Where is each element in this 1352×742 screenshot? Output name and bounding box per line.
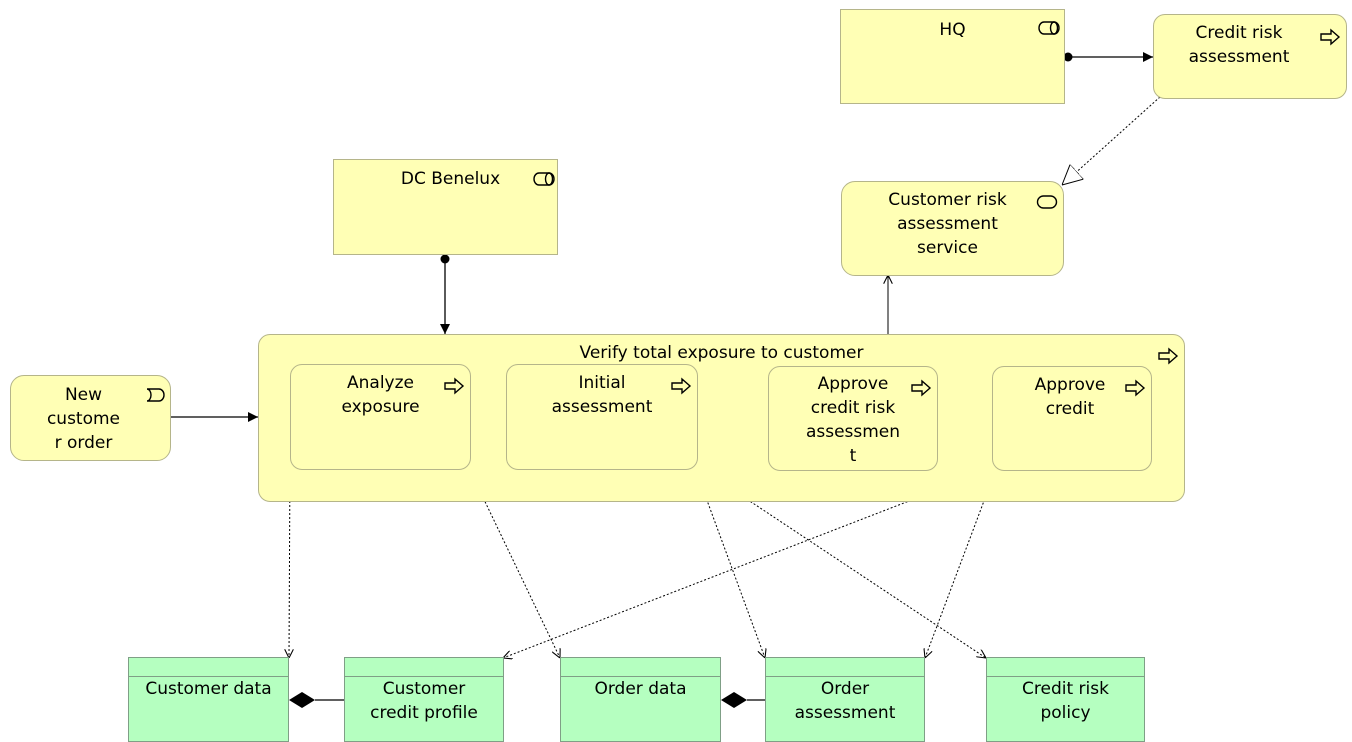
- service-customer-risk-assessment[interactable]: Customer risk assessment service: [841, 181, 1064, 276]
- business-role-icon: [533, 172, 555, 186]
- actor-hq-label: HQ: [939, 20, 966, 40]
- process-approve-credit-risk-label: Approve credit risk assessmen t: [805, 374, 901, 466]
- process-arrow-icon: [1158, 347, 1179, 365]
- business-role-icon: [1038, 21, 1060, 35]
- data-object-header-line: [345, 676, 503, 677]
- data-object-customer-credit-profile[interactable]: Customer credit profile: [344, 657, 504, 742]
- data-object-header-line: [766, 676, 924, 677]
- process-approve-credit-label: Approve credit: [1034, 375, 1106, 419]
- service-icon: [1036, 195, 1058, 209]
- data-object-order-data-label: Order data: [594, 679, 687, 699]
- process-analyze-exposure-label: Analyze exposure: [341, 373, 420, 417]
- event-icon: [146, 388, 165, 402]
- process-credit-risk-assessment[interactable]: Credit risk assessment: [1153, 14, 1347, 99]
- process-arrow-icon: [671, 377, 692, 395]
- process-credit-risk-assessment-label: Credit risk assessment: [1188, 23, 1290, 67]
- data-object-credit-risk-policy-label: Credit risk policy: [1022, 679, 1109, 723]
- service-label: Customer risk assessment service: [888, 190, 1007, 258]
- data-object-customer-credit-profile-label: Customer credit profile: [370, 679, 478, 723]
- process-analyze-exposure[interactable]: Analyze exposure: [290, 364, 471, 470]
- data-object-order-data[interactable]: Order data: [560, 657, 721, 742]
- data-object-header-line: [987, 676, 1144, 677]
- process-arrow-icon: [1125, 379, 1146, 397]
- data-object-header-line: [561, 676, 720, 677]
- data-object-header-line: [129, 676, 288, 677]
- composition-diamond-order: [721, 692, 747, 708]
- composition-diamond-customer: [289, 692, 315, 708]
- data-object-customer-data-label: Customer data: [145, 679, 272, 699]
- process-approve-credit-risk-assessment[interactable]: Approve credit risk assessmen t: [768, 366, 938, 471]
- process-arrow-icon: [911, 379, 932, 397]
- event-new-customer-order[interactable]: New custome r order: [10, 375, 171, 461]
- actor-hq[interactable]: HQ: [840, 9, 1065, 104]
- process-verify-total-exposure-label: Verify total exposure to customer: [579, 343, 864, 363]
- data-object-order-assessment[interactable]: Order assessment: [765, 657, 925, 742]
- data-object-credit-risk-policy[interactable]: Credit risk policy: [986, 657, 1145, 742]
- process-initial-assessment[interactable]: Initial assessment: [506, 364, 698, 470]
- actor-dc-benelux-label: DC Benelux: [400, 169, 501, 189]
- process-arrow-icon: [444, 377, 465, 395]
- process-initial-assessment-label: Initial assessment: [551, 373, 653, 417]
- event-label: New custome r order: [46, 385, 121, 453]
- data-object-customer-data[interactable]: Customer data: [128, 657, 289, 742]
- process-approve-credit[interactable]: Approve credit: [992, 366, 1152, 471]
- data-object-order-assessment-label: Order assessment: [794, 679, 896, 723]
- realization-credit-risk-to-service: [1062, 96, 1161, 185]
- process-arrow-icon: [1320, 28, 1341, 46]
- actor-dc-benelux[interactable]: DC Benelux: [333, 159, 558, 255]
